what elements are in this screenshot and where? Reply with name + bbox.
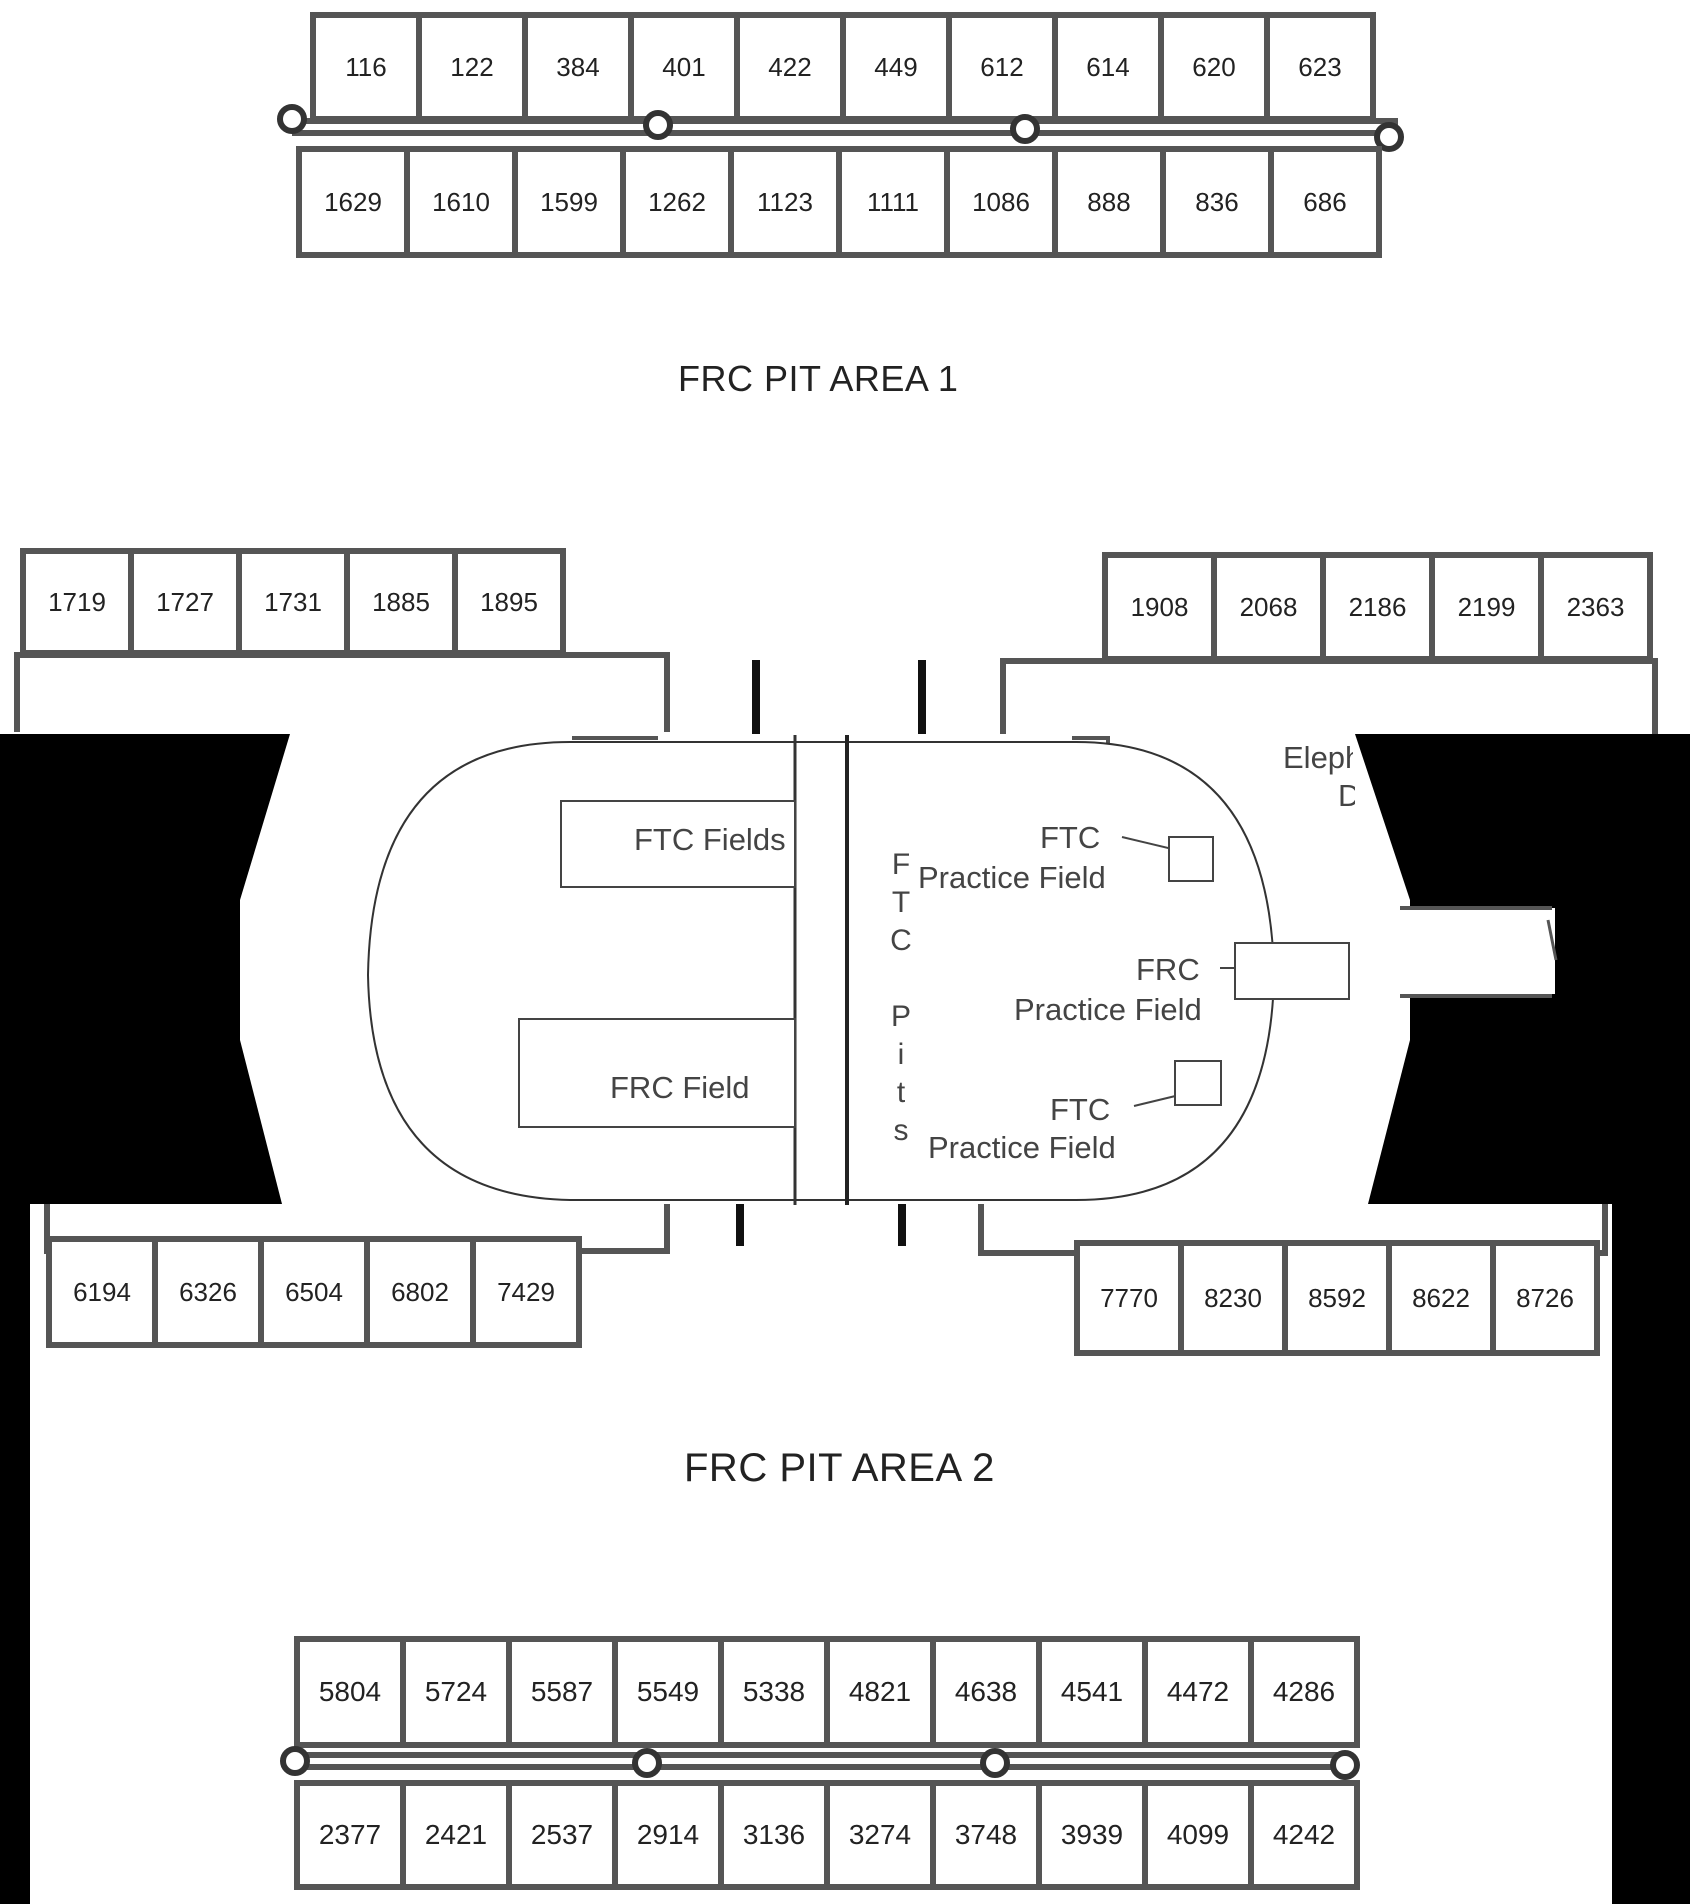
aisle-node (1330, 1750, 1360, 1780)
aisle-node (1010, 114, 1040, 144)
ftc-fields-label: FTC Fields (634, 822, 786, 857)
aisle-node (280, 1746, 310, 1776)
pit-area-3-top-row: 5804 5724 5587 5549 5338 4821 4638 4541 … (294, 1636, 1360, 1748)
ftc-practice-field-top-box (1168, 836, 1214, 882)
aisle-node (1374, 122, 1404, 152)
pit-area-2-upper-left-wall (14, 652, 670, 732)
pit: 6326 (152, 1236, 264, 1348)
ftc-practice-field-bottom-line1: FTC (1050, 1092, 1111, 1127)
pit: 6504 (258, 1236, 370, 1348)
pit: 8622 (1386, 1240, 1496, 1356)
pit: 1727 (128, 548, 242, 656)
pit: 1086 (944, 146, 1058, 258)
pit: 6194 (46, 1236, 158, 1348)
pit: 2068 (1211, 552, 1326, 662)
pit: 7770 (1074, 1240, 1184, 1356)
pit: 686 (1268, 146, 1382, 258)
pit: 116 (310, 12, 422, 122)
pit: 1895 (452, 548, 566, 656)
pit: 5338 (718, 1636, 830, 1748)
elephant-door-line2: Do (1338, 778, 1355, 813)
ftc-pits-letter: s (893, 1114, 909, 1147)
pit: 1731 (236, 548, 350, 656)
pit: 4472 (1142, 1636, 1254, 1748)
pit-area-2-title: FRC PIT AREA 2 (684, 1446, 995, 1490)
pit: 8726 (1490, 1240, 1600, 1356)
pit: 2199 (1429, 552, 1544, 662)
pit-area-1-title: FRC PIT AREA 1 (678, 358, 959, 399)
pit: 449 (840, 12, 952, 122)
pit: 5587 (506, 1636, 618, 1748)
ftc-pits-letter: i (897, 1038, 905, 1071)
pit: 3274 (824, 1780, 936, 1890)
pit: 1719 (20, 548, 134, 656)
ftc-pits-letter: T (891, 886, 911, 919)
elephant-door-line1: Eleph (1283, 740, 1353, 775)
pit: 1908 (1102, 552, 1217, 662)
pit: 7429 (470, 1236, 582, 1348)
ftc-practice-field-bottom-box (1174, 1060, 1222, 1106)
ftc-pits-letter: C (890, 924, 912, 957)
pit: 4242 (1248, 1780, 1360, 1890)
ftc-pits-letter: P (890, 1000, 911, 1033)
pit-area-2-upper-right-row: 1908 2068 2186 2199 2363 (1102, 552, 1653, 662)
pit: 8592 (1282, 1240, 1392, 1356)
aisle-bar (290, 1752, 1350, 1770)
pit-area-2-lower-right-row: 7770 8230 8592 8622 8726 (1074, 1240, 1600, 1356)
pit: 620 (1158, 12, 1270, 122)
frc-field-label: FRC Field (610, 1070, 750, 1105)
pit: 4099 (1142, 1780, 1254, 1890)
ftc-pits-letter: F (891, 848, 911, 881)
pit: 2537 (506, 1780, 618, 1890)
pit: 2914 (612, 1780, 724, 1890)
frc-practice-field-line1: FRC (1136, 952, 1200, 987)
aisle-node (632, 1748, 662, 1778)
ftc-fields-box (560, 800, 796, 888)
pit: 4286 (1248, 1636, 1360, 1748)
ftc-practice-field-top-line2: Practice Field (918, 860, 1106, 895)
pit: 2421 (400, 1780, 512, 1890)
frc-practice-field-box (1234, 942, 1350, 1000)
pit: 4541 (1036, 1636, 1148, 1748)
pit: 2377 (294, 1780, 406, 1890)
aisle-node (643, 110, 673, 140)
black-mask-right-lower (1612, 1204, 1690, 1904)
pit: 401 (628, 12, 740, 122)
pit-area-1-bottom-row: 1629 1610 1599 1262 1123 1111 1086 888 8… (296, 146, 1382, 258)
pit-area-3-bottom-row: 2377 2421 2537 2914 3136 3274 3748 3939 … (294, 1780, 1360, 1890)
pit: 5724 (400, 1636, 512, 1748)
pit-area-2-lower-left-row: 6194 6326 6504 6802 7429 (46, 1236, 582, 1348)
pit: 1629 (296, 146, 410, 258)
pit: 422 (734, 12, 846, 122)
aisle-node (277, 104, 307, 134)
aisle-node (980, 1748, 1010, 1778)
pit: 4638 (930, 1636, 1042, 1748)
pit: 836 (1160, 146, 1274, 258)
black-mask-left-lower (0, 1204, 30, 1904)
pit-area-2-upper-right-wall (1000, 658, 1658, 738)
pit: 3939 (1036, 1780, 1148, 1890)
ftc-practice-field-bottom-line2: Practice Field (928, 1130, 1116, 1165)
pit: 8230 (1178, 1240, 1288, 1356)
ftc-practice-field-top-line1: FTC (1040, 820, 1101, 855)
pit: 5804 (294, 1636, 406, 1748)
frc-field-box (518, 1018, 796, 1128)
pit: 3136 (718, 1780, 830, 1890)
pit: 614 (1052, 12, 1164, 122)
frc-practice-field-line2: Practice Field (1014, 992, 1202, 1027)
pit: 4821 (824, 1636, 936, 1748)
pit-area-2-upper-left-row: 1719 1727 1731 1885 1895 (20, 548, 566, 656)
ftc-pits-label: F T C P i t s (888, 846, 914, 1150)
pit: 3748 (930, 1780, 1042, 1890)
ftc-pits-letter: t (896, 1076, 906, 1109)
pit: 6802 (364, 1236, 476, 1348)
pit: 623 (1264, 12, 1376, 122)
pit: 5549 (612, 1636, 724, 1748)
